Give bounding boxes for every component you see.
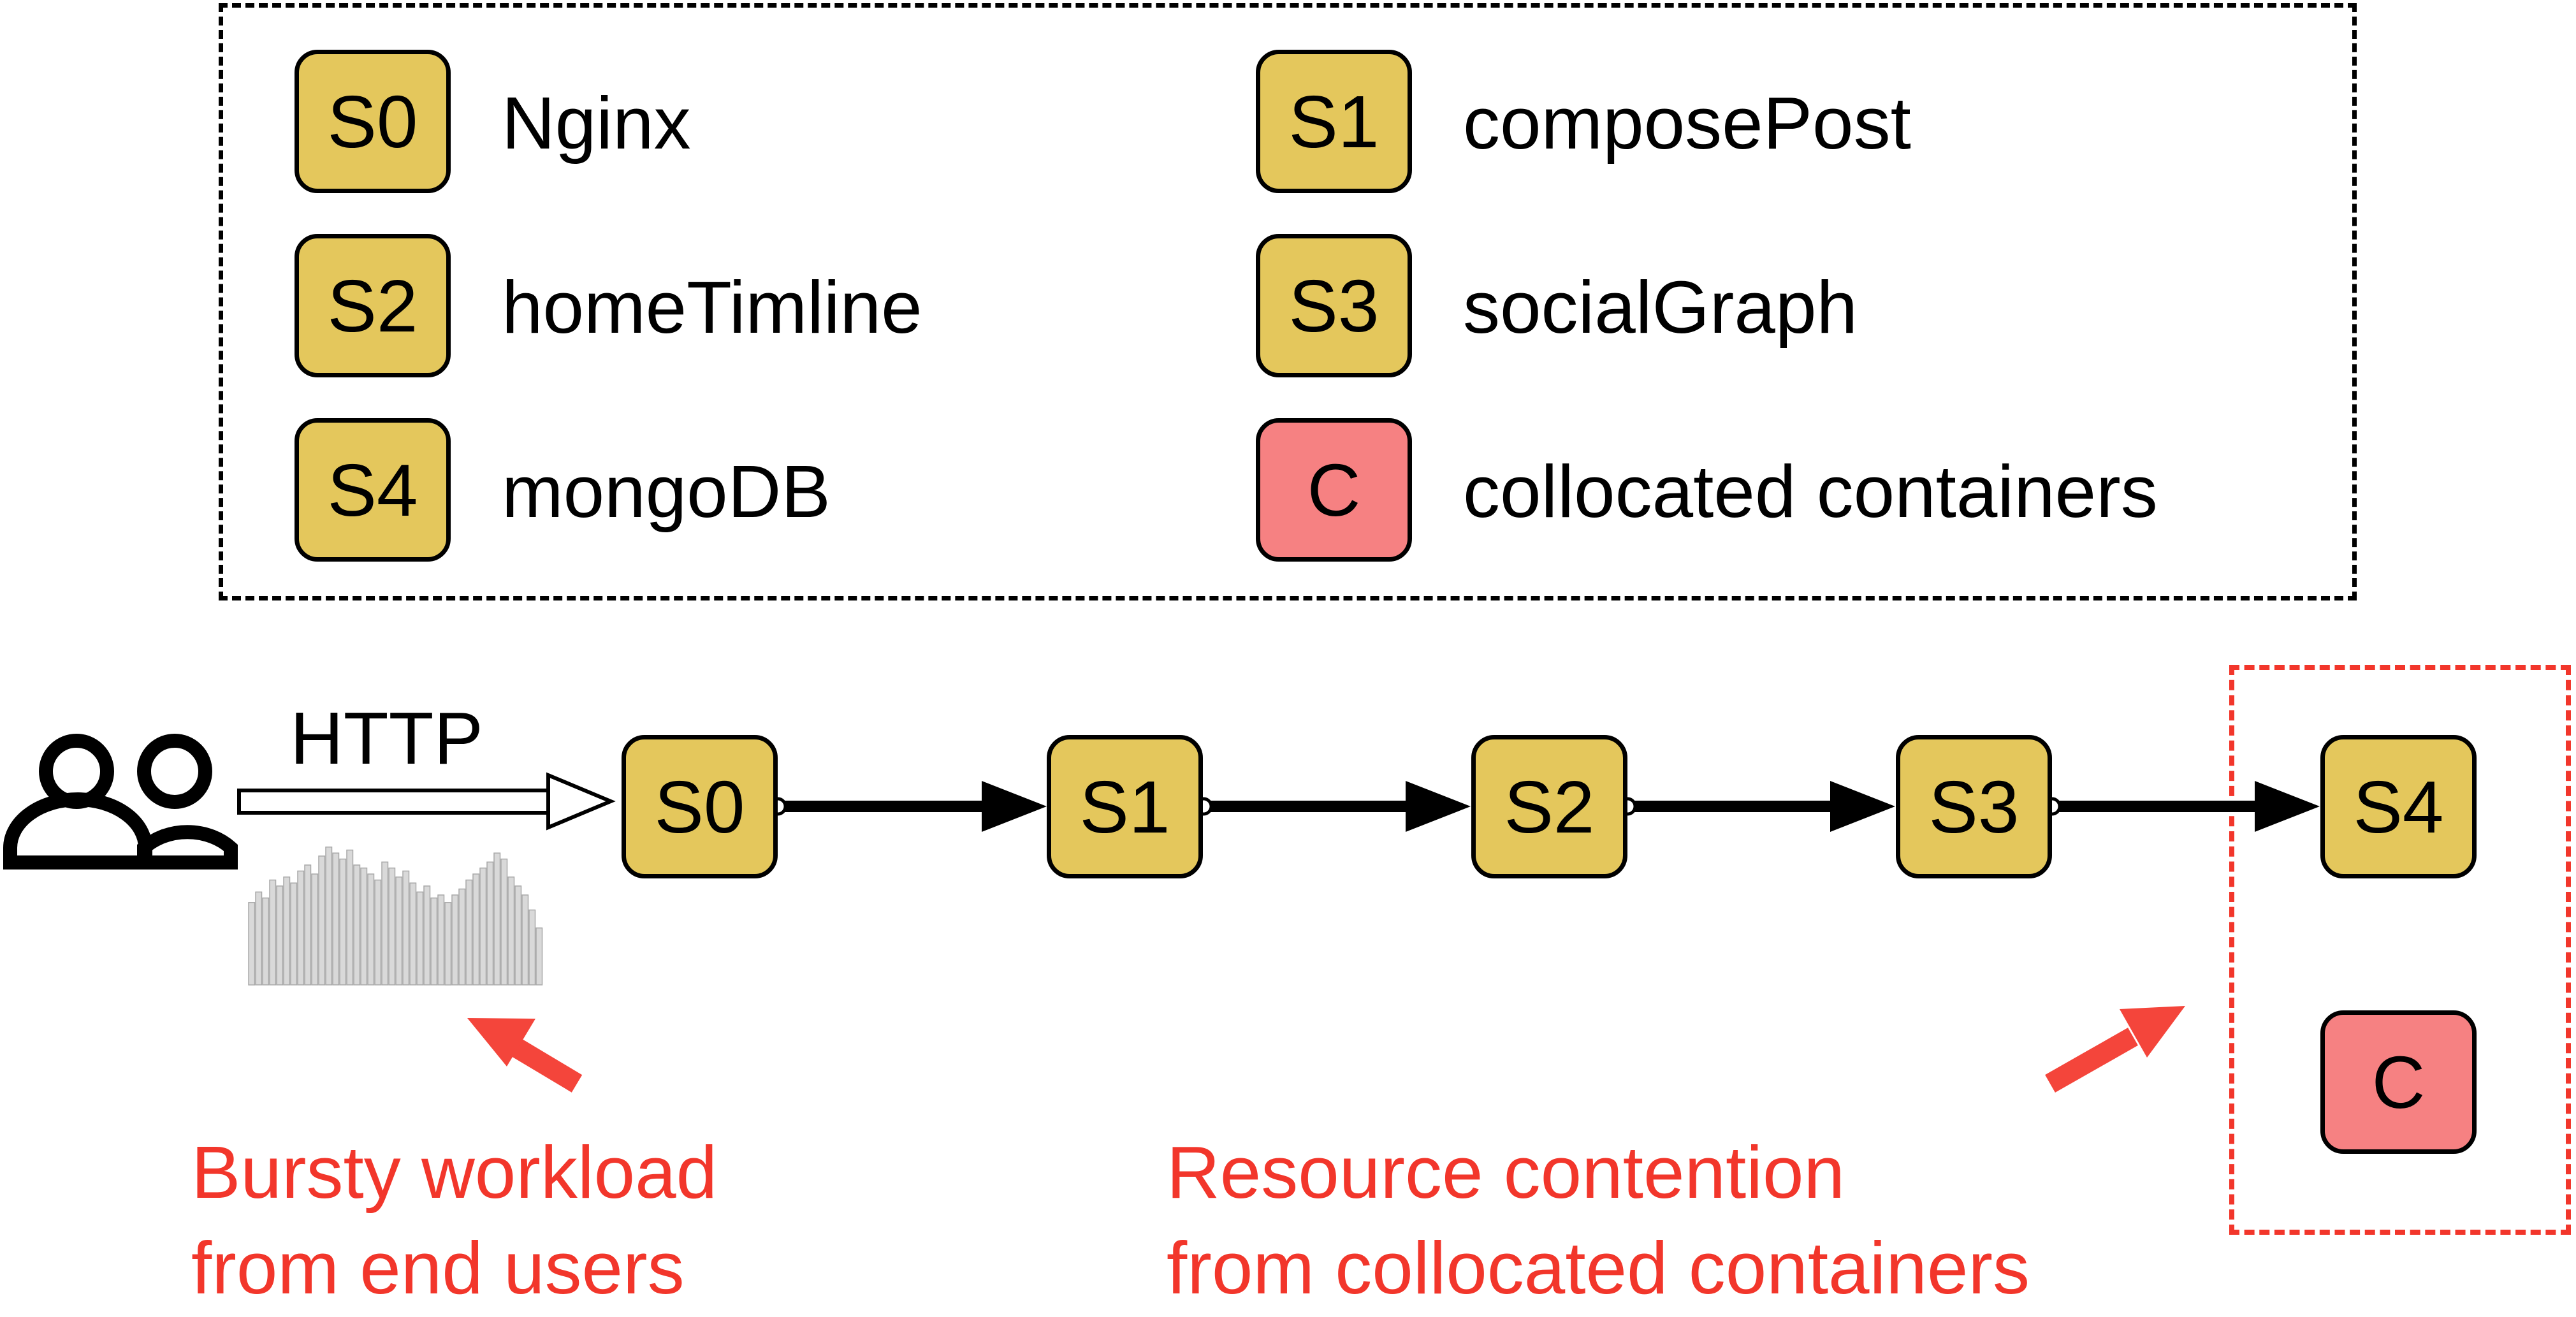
histogram-bar bbox=[472, 873, 480, 986]
pipeline-node-s2: S2 bbox=[1471, 735, 1627, 878]
histogram-bar bbox=[339, 858, 347, 986]
contention-pointer-arrow bbox=[2045, 1006, 2185, 1093]
contention-region bbox=[2229, 665, 2571, 1235]
arrow-s1-s2 bbox=[1194, 781, 1471, 832]
histogram-bar bbox=[283, 877, 291, 986]
histogram-bar bbox=[388, 867, 396, 986]
bursty-note-line2: from end users bbox=[191, 1226, 685, 1309]
histogram-bar bbox=[430, 897, 438, 986]
http-label: HTTP bbox=[290, 697, 483, 780]
resource-contention-note: Resource contention from collocated cont… bbox=[1167, 1124, 2030, 1316]
histogram-bar bbox=[444, 902, 452, 986]
histogram-bar bbox=[367, 873, 375, 986]
bursty-pointer-arrow bbox=[467, 1018, 583, 1093]
histogram-bar bbox=[507, 877, 515, 986]
users-icon bbox=[3, 734, 238, 870]
histogram-bar bbox=[416, 891, 424, 986]
histogram-bar bbox=[255, 891, 263, 986]
histogram-bar bbox=[521, 894, 529, 986]
legend-label-s0: Nginx bbox=[502, 82, 691, 164]
histogram-bar bbox=[479, 867, 487, 986]
bursty-histogram-icon bbox=[248, 847, 543, 986]
arrow-s2-s3 bbox=[1618, 781, 1895, 832]
histogram-bar bbox=[346, 849, 354, 986]
histogram-bar bbox=[409, 882, 417, 986]
histogram-bar bbox=[451, 894, 459, 986]
histogram-bar bbox=[395, 877, 403, 986]
legend-box bbox=[219, 3, 2357, 600]
histogram-bar bbox=[325, 847, 333, 986]
pipeline-node-s1: S1 bbox=[1047, 735, 1203, 878]
collocated-node-c: C bbox=[2320, 1010, 2477, 1154]
pipeline-node-s0: S0 bbox=[622, 735, 778, 878]
legend-node-s4: S4 bbox=[295, 418, 451, 562]
histogram-bar bbox=[353, 864, 361, 986]
histogram-bar bbox=[269, 879, 277, 986]
contention-note-line1: Resource contention bbox=[1167, 1131, 1845, 1214]
legend-label-s4: mongoDB bbox=[502, 450, 831, 533]
arrow-s3-s4 bbox=[2042, 781, 2320, 832]
legend-node-s1: S1 bbox=[1256, 50, 1412, 193]
histogram-bar bbox=[423, 885, 431, 986]
contention-note-line2: from collocated containers bbox=[1167, 1226, 2030, 1309]
histogram-bar bbox=[381, 861, 389, 986]
histogram-bar bbox=[360, 867, 368, 986]
histogram-bar bbox=[311, 873, 319, 986]
legend-label-c: collocated containers bbox=[1463, 450, 2158, 533]
histogram-bar bbox=[465, 879, 473, 986]
histogram-bar bbox=[304, 864, 312, 986]
histogram-bar bbox=[374, 879, 382, 986]
legend-node-c: C bbox=[1256, 418, 1412, 562]
histogram-bar bbox=[276, 885, 284, 986]
histogram-bar bbox=[402, 870, 410, 986]
histogram-bar bbox=[332, 852, 340, 986]
legend-label-s3: socialGraph bbox=[1463, 266, 1858, 349]
histogram-bar bbox=[297, 870, 305, 986]
histogram-bar bbox=[437, 894, 445, 986]
histogram-bar bbox=[535, 927, 543, 986]
legend-label-s1: composePost bbox=[1463, 82, 1911, 164]
histogram-bar bbox=[493, 852, 501, 986]
http-arrow bbox=[237, 772, 616, 831]
histogram-bar bbox=[262, 897, 270, 986]
annotation-arrows bbox=[467, 1006, 2185, 1093]
histogram-bar bbox=[500, 858, 508, 986]
histogram-bar bbox=[290, 882, 298, 986]
histogram-bar bbox=[458, 888, 466, 986]
histogram-bar bbox=[318, 855, 326, 986]
bursty-note-line1: Bursty workload bbox=[191, 1131, 718, 1214]
legend-node-s0: S0 bbox=[295, 50, 451, 193]
histogram-bar bbox=[248, 902, 256, 986]
histogram-bar bbox=[528, 909, 536, 986]
pipeline-node-s3: S3 bbox=[1896, 735, 2052, 878]
bursty-workload-note: Bursty workload from end users bbox=[191, 1124, 717, 1316]
arrow-s0-s1 bbox=[768, 781, 1047, 832]
legend-label-s2: homeTimline bbox=[502, 266, 922, 349]
pipeline-node-s4: S4 bbox=[2320, 735, 2477, 878]
histogram-bar bbox=[486, 861, 494, 986]
legend-node-s3: S3 bbox=[1256, 234, 1412, 377]
legend-node-s2: S2 bbox=[295, 234, 451, 377]
histogram-bar bbox=[514, 885, 522, 986]
